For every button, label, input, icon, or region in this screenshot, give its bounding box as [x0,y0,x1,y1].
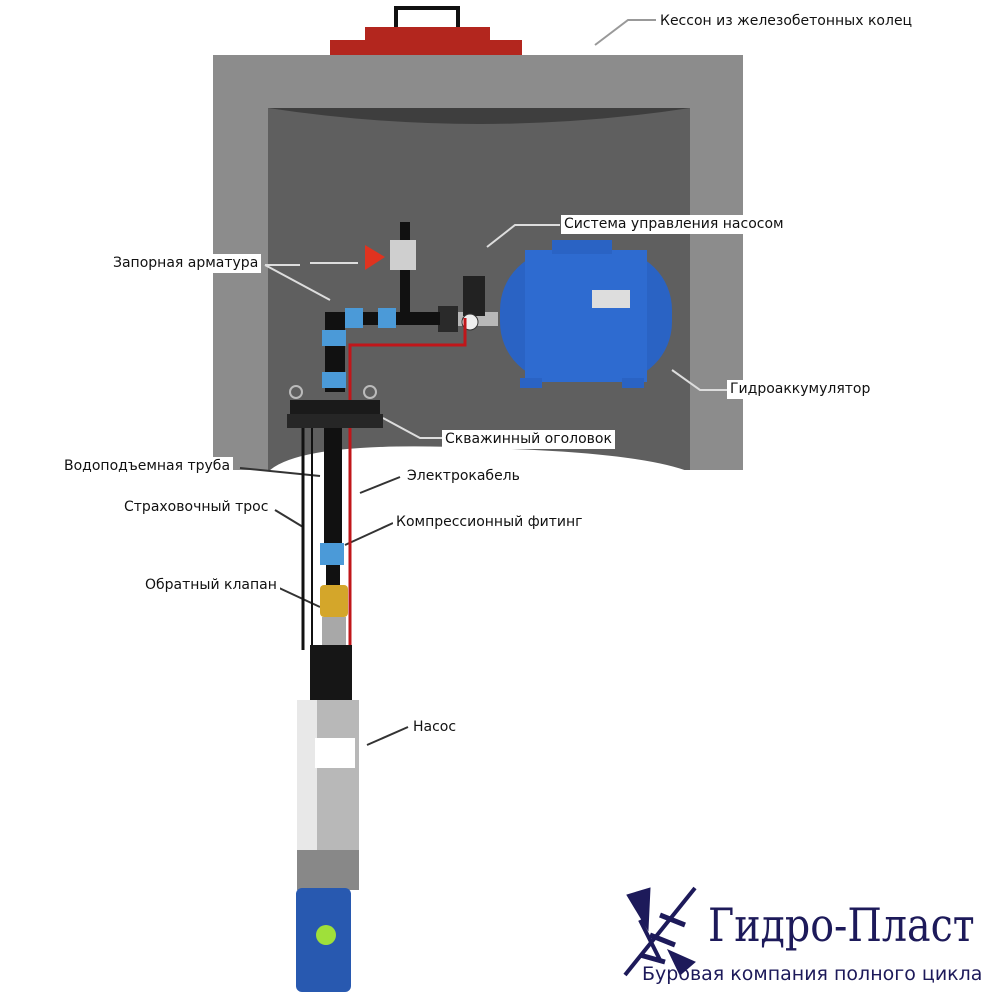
label-shutoff-valves: Запорная арматура [110,254,262,273]
submersible-pump [296,645,359,992]
wellhead [287,385,383,428]
ball-valve [390,240,416,270]
riser-pipe [324,428,342,548]
logo-tagline: Буровая компания полного цикла [642,963,983,985]
valve-handle [365,245,385,270]
label-check-valve: Обратный клапан [142,576,280,595]
logo-name: Гидро-Пласт [708,898,975,952]
label-caisson: Кессон из железобетонных колец [657,12,916,31]
label-cable: Электрокабель [404,467,523,486]
label-wellhead: Скважинный оголовок [442,430,615,449]
label-safety-rope: Страховочный трос [121,498,272,517]
leader-lines [239,19,728,746]
caisson-interior-shadow [268,108,690,124]
hydro-accumulator [500,240,672,388]
label-control-system: Система управления насосом [561,215,787,234]
label-fitting: Компрессионный фитинг [393,513,586,532]
pipe-segment [326,565,340,585]
label-accumulator: Гидроаккумулятор [727,380,874,399]
label-pump: Насос [410,718,460,737]
label-riser-pipe: Водоподъемная труба [61,457,234,476]
check-valve [320,585,348,617]
pump-adapter [322,617,346,645]
logo-icon [623,886,697,977]
caisson-lid [330,6,522,56]
electric-cable [348,318,467,650]
pipework [322,222,440,392]
pump-control [438,276,498,332]
ground-cutout [268,446,690,472]
compression-fitting [320,543,344,565]
